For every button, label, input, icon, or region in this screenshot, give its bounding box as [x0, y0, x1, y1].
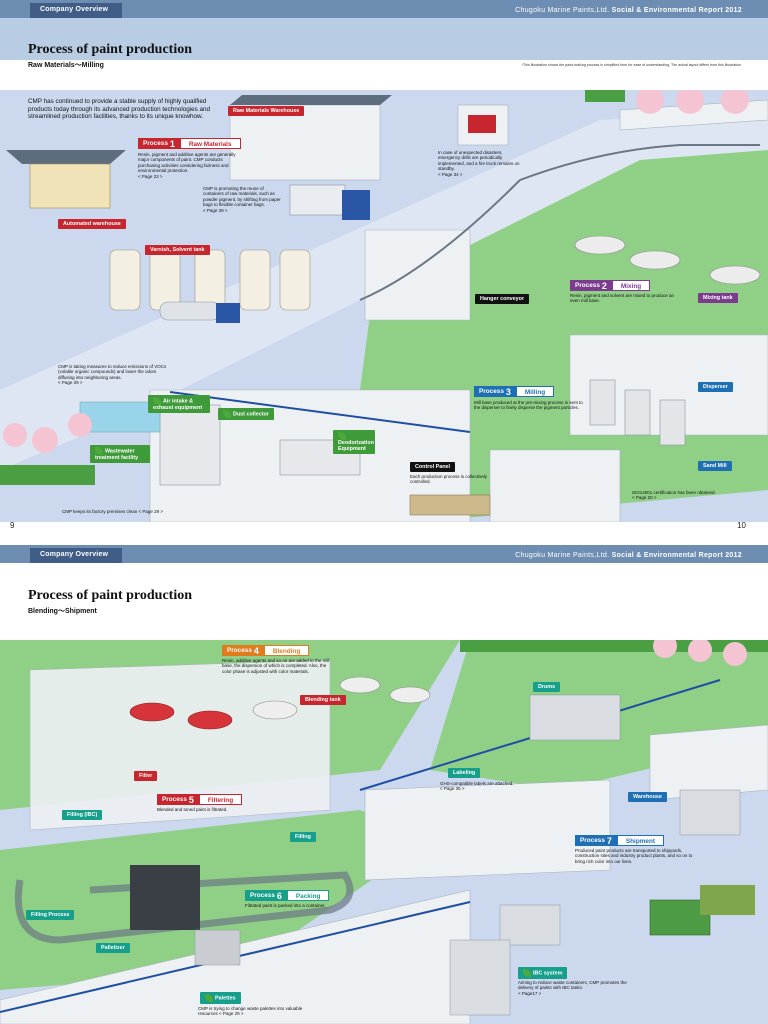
spread-raw-to-milling: Company Overview Chugoku Marine Paints,L…	[0, 0, 768, 530]
label-sand-mill: Sand Mill	[698, 461, 732, 471]
process-4-desc: Resin, additive agents and so on are add…	[222, 658, 330, 674]
label-raw-warehouse: Raw Materials Warehouse	[228, 106, 305, 116]
label-ibc-system: IBC system	[518, 967, 568, 979]
note-control: Each production process is collectively …	[410, 474, 488, 485]
page-number-right: 10	[737, 521, 746, 530]
label-filter: Filter	[134, 771, 158, 781]
leaf-icon	[338, 432, 346, 440]
note-voc: CMP is taking measures to reduce emissio…	[58, 364, 167, 386]
label-drums: Drums	[533, 682, 561, 692]
note-disaster: In case of unexpected disasters, emergen…	[438, 150, 520, 177]
label-filling-process: Filling Process	[26, 910, 75, 920]
note-iso: ISO14001 certification has been obtained…	[632, 490, 716, 501]
disclaimer: *This illustration shows the paint-makin…	[521, 63, 742, 67]
leaf-icon	[523, 969, 531, 977]
label-blending-tank: Blending tank	[300, 695, 346, 705]
page-title: Process of paint production	[28, 42, 192, 57]
note-clean: CMP keeps its factory premises clean < P…	[62, 509, 163, 514]
report-title: Chugoku Marine Paints,Ltd. Social & Envi…	[515, 552, 742, 559]
label-mixing-tank: Mixing tank	[698, 293, 738, 303]
page-title: Process of paint production	[28, 588, 192, 603]
section-tab[interactable]: Company Overview	[30, 548, 122, 563]
report-title: Chugoku Marine Paints,Ltd. Social & Envi…	[515, 7, 742, 14]
intro-text: CMP has continued to provide a stable su…	[28, 98, 211, 121]
label-labeling: Labeling	[448, 768, 481, 778]
leaf-icon	[95, 447, 103, 455]
leaf-icon	[223, 410, 231, 418]
factory-illustration-2	[0, 634, 768, 1024]
header-bar	[0, 0, 768, 18]
leaf-icon	[153, 397, 161, 405]
note-ibc: Aiming to reduce waste containers, CMP p…	[518, 980, 627, 996]
note-palettes: CMP is trying to change waste palettes i…	[198, 1006, 303, 1017]
label-wastewater: Wastewater treatment facility	[90, 445, 150, 463]
label-filling: Filling	[290, 832, 316, 842]
label-control-panel: Control Panel	[410, 462, 456, 472]
page-number-left: 9	[10, 521, 15, 530]
label-hanger-conveyor: Hanger conveyor	[475, 294, 530, 304]
process-3-desc: Mill base produced at the pre-mixing pro…	[474, 400, 583, 411]
process-7-desc: Produced paint products are transported …	[575, 848, 693, 864]
label-dust-collector: Dust collector	[218, 408, 274, 420]
process-5-desc: Blended and toned paint is filtrated.	[157, 807, 228, 812]
header-bar	[0, 545, 768, 563]
page-subtitle: Blending～Shipment	[28, 608, 97, 615]
process-1-desc: Resin, pigment and additive agents are g…	[138, 152, 236, 179]
label-palettes: Palettes	[200, 992, 241, 1004]
factory-scene-1: CMP has continued to provide a stable su…	[0, 86, 768, 523]
label-varnish-tank: Varnish, Solvent tank	[145, 245, 210, 255]
label-warehouse: Warehouse	[628, 792, 667, 802]
label-palletizer: Palletizer	[96, 943, 130, 953]
page-gap	[0, 532, 768, 545]
note-ghs: GHS-compatible labels are attached. < Pa…	[440, 781, 514, 792]
spread-blending-to-shipment: Company Overview Chugoku Marine Paints,L…	[0, 545, 768, 1024]
note-reuse: CMP is promoting the reuse of containers…	[203, 186, 281, 213]
section-tab[interactable]: Company Overview	[30, 3, 122, 18]
label-disperser: Disperser	[698, 382, 733, 392]
label-filling-ibc: Filling (IBC)	[62, 810, 103, 820]
process-6-desc: Filtrated paint is packed into a contain…	[245, 903, 326, 908]
label-air-intake: Air intake & exhaust equipment	[148, 395, 210, 413]
page-subtitle: Raw Materials～Milling	[28, 62, 104, 69]
leaf-icon	[205, 994, 213, 1002]
label-automated-warehouse: Automated warehouse	[58, 219, 126, 229]
process-2-desc: Resin, pigment and solvent are mixed to …	[570, 293, 675, 304]
label-deodorization: Deodorization Equipment	[333, 430, 375, 454]
